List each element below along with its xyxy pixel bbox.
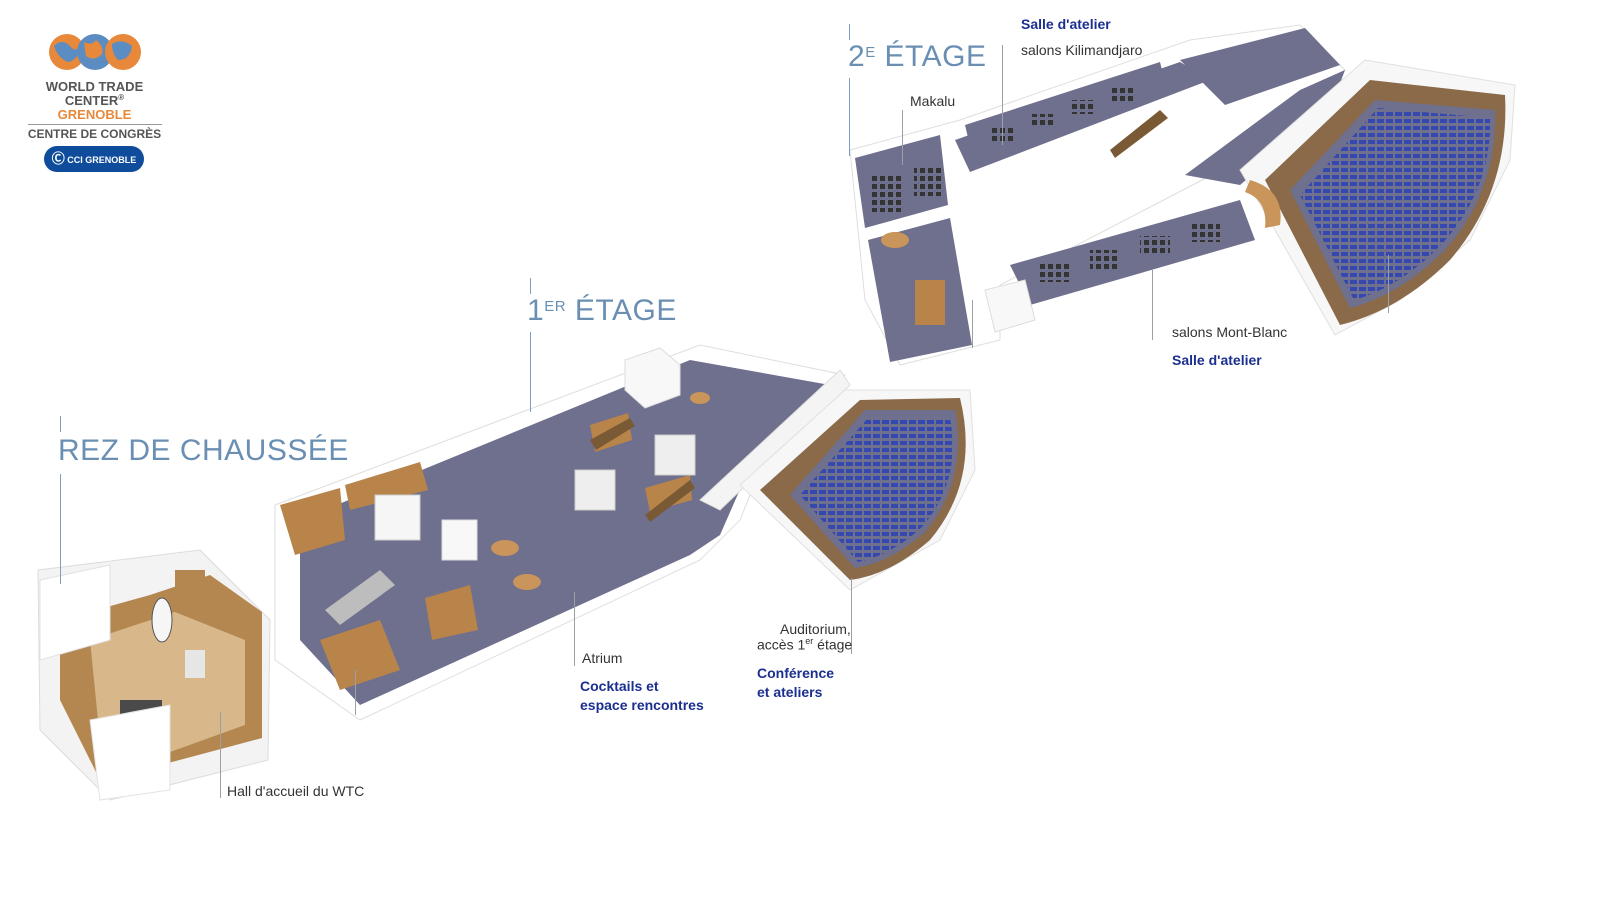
kilimandjaro-desc: Salle d'atelier (1021, 16, 1111, 32)
ground-floor-title: REZ DE CHAUSSÉE (58, 434, 349, 467)
montblanc-leader-line (1152, 270, 1153, 340)
logo-divider (28, 124, 162, 125)
auditorium-label-line2: accès 1er étage (757, 636, 852, 653)
first-floor-plan (274, 344, 976, 721)
second-floor-title: 2E ÉTAGE (848, 40, 987, 74)
second-floor-plan (849, 24, 1516, 366)
globes-icon (49, 34, 141, 70)
ground-title-tick (60, 416, 61, 432)
second-floor-word: ÉTAGE (884, 40, 987, 73)
auditorium-leader-line (851, 578, 852, 654)
cci-label: CCI GRENOBLE (67, 155, 137, 165)
first-floor-number: 1 (527, 294, 545, 327)
makalu-leader-line (902, 110, 903, 165)
cci-badge: Ⓒ CCI GRENOBLE (44, 146, 144, 172)
first-floor-word: ÉTAGE (574, 294, 677, 327)
atrium-desc-line2: espace rencontres (580, 697, 704, 713)
logo-registered: ® (118, 93, 125, 102)
auditorium-desc-line1: Conférence (757, 665, 835, 681)
cci-icon: Ⓒ (51, 151, 65, 166)
kilimandjaro-label: salons Kilimandjaro (1021, 42, 1143, 58)
auditorium-label-line1: Auditorium, (780, 621, 851, 637)
first-floor-title: 1ER ÉTAGE (527, 294, 677, 328)
hall-label: Hall d'accueil du WTC (227, 783, 365, 799)
ground-floor-plan (37, 549, 271, 801)
logo-grenoble: GRENOBLE (57, 107, 132, 122)
atrium-leader-line (574, 592, 575, 666)
auditorium-desc-line2: et ateliers (757, 684, 823, 700)
first-floor-suffix: ER (544, 298, 567, 315)
first-title-line (530, 332, 531, 412)
entrance-leader-line (355, 670, 356, 715)
first-title-tick (530, 278, 531, 294)
auditorium-access-floor: étage (813, 636, 853, 653)
auditorium-access-sup: er (805, 636, 814, 646)
hall-leader-line (220, 712, 221, 798)
makalu-label: Makalu (910, 93, 956, 109)
montblanc-desc: Salle d'atelier (1172, 352, 1262, 368)
logo-line1: WORLD TRADE (45, 79, 144, 94)
second-title-line (849, 78, 850, 156)
second-title-tick (849, 24, 850, 40)
second-floor-suffix: E (865, 44, 876, 61)
kilimandjaro-leader-line (1002, 45, 1003, 145)
atrium-desc-line1: Cocktails et (580, 678, 659, 694)
wtc-logo: WORLD TRADE CENTER® GRENOBLE CENTRE DE C… (22, 28, 167, 178)
logo-line4: CENTRE DE CONGRÈS (27, 127, 162, 141)
second-floor-number: 2 (848, 40, 866, 73)
ground-title-line (60, 474, 61, 584)
auditorium-access: accès 1 (757, 636, 806, 653)
logo-line2: CENTER® (22, 93, 167, 108)
second-auditorium-leader-line (1388, 255, 1389, 313)
second-room-leader-line (972, 300, 973, 348)
logo-center: CENTER (64, 93, 119, 108)
atrium-label: Atrium (582, 650, 623, 666)
montblanc-label: salons Mont-Blanc (1172, 324, 1288, 340)
